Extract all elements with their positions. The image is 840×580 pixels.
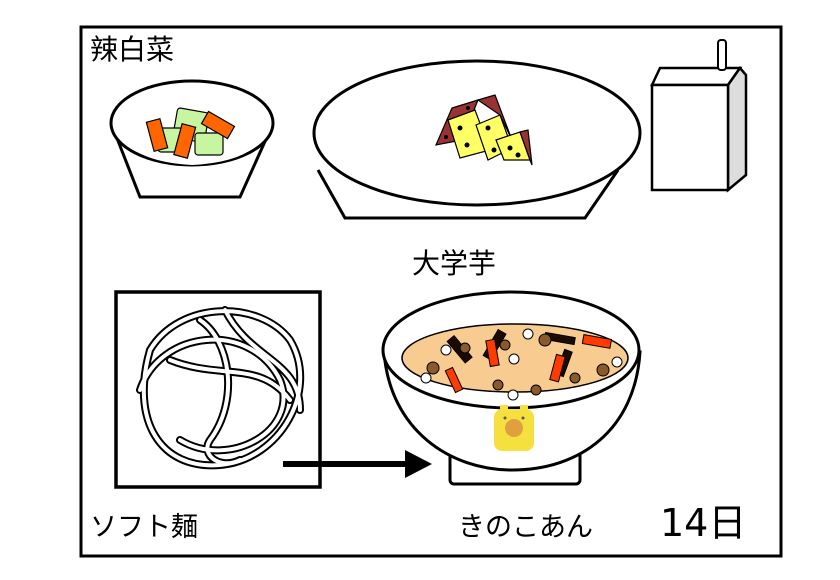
daigakuimo-plate-icon [312, 59, 642, 220]
date-label: 14日 [660, 501, 747, 545]
bear-mascot-icon [494, 405, 534, 451]
kimchi-bowl-icon [109, 79, 275, 199]
main-dish-label: 大学芋 [412, 247, 497, 280]
soft-noodle-icon [114, 290, 322, 489]
milk-carton-icon [650, 39, 748, 193]
arrow-icon [283, 450, 432, 478]
side-dish-label: 辣白菜 [90, 33, 175, 66]
soup-label: きのこあん [458, 512, 593, 543]
noodle-label: ソフト麺 [90, 512, 198, 543]
